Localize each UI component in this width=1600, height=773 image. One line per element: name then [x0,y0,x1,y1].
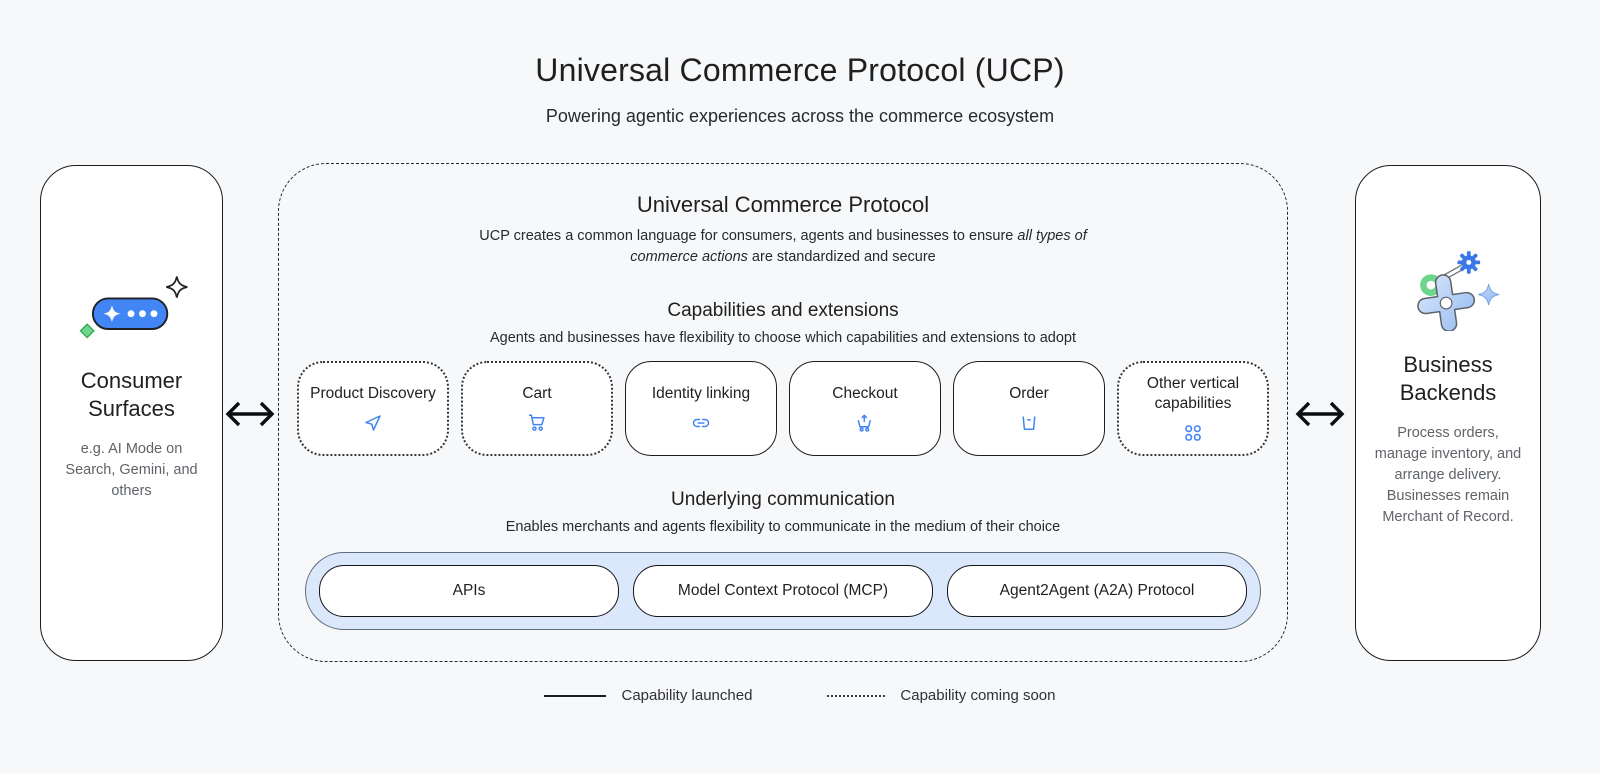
capability-label: Product Discovery [310,385,436,403]
ucp-container: Universal Commerce Protocol UCP creates … [278,163,1288,662]
ucp-title: Universal Commerce Protocol [636,192,930,217]
grid-icon [1183,423,1203,443]
capability-label: Cart [522,385,552,403]
double-arrow-icon [1292,397,1348,431]
legend-launched: Capability launched [544,687,752,704]
ucp-description-italic: all types of commerce actions [630,228,1087,265]
consumer-surfaces-card: Consumer Surfaces e.g. AI Mode on Search… [40,165,223,661]
consumer-surfaces-title: Consumer Surfaces [80,368,183,422]
communication-band: APIs Model Context Protocol (MCP) Agent2… [305,552,1261,631]
double-arrow-icon [222,397,278,431]
dotted-line-icon [827,694,886,697]
capability-identity-linking: Identity linking [625,361,777,457]
communication-section: Underlying communication Enables merchan… [279,489,1287,631]
capability-label: Checkout [832,385,898,403]
order-box-icon [1019,413,1039,433]
capabilities-subtitle: Agents and businesses have flexibility t… [489,330,1076,347]
cart-checkout-icon [855,413,875,433]
capabilities-title: Capabilities and extensions [667,300,899,322]
capability-label: Other vertical capabilities [1146,375,1240,413]
gears-icon [1396,243,1500,332]
legend-launched-label: Capability launched [621,687,753,704]
ucp-description: UCP creates a common language for consum… [463,226,1103,267]
solid-line-icon [544,694,607,697]
business-backends-card: Business Backends Process orders, manage… [1355,165,1541,661]
link-icon [691,413,711,433]
diagram-header: Universal Commerce Protocol (UCP) Poweri… [0,52,1600,127]
capability-checkout: Checkout [789,361,941,457]
protocol-a2a: Agent2Agent (A2A) Protocol [947,565,1247,618]
capability-label: Order [1009,385,1049,403]
communication-subtitle: Enables merchants and agents flexibility… [505,519,1061,536]
protocol-apis: APIs [319,565,619,618]
cart-icon [527,413,547,433]
capabilities-row: Product Discovery Cart [279,361,1287,457]
page-title: Universal Commerce Protocol (UCP) [535,52,1065,88]
consumer-surfaces-description: e.g. AI Mode on Search, Gemini, and othe… [65,440,198,499]
capability-cart: Cart [461,361,613,457]
ucp-description-part2: are standardized and secure [747,248,936,265]
legend-coming-soon-label: Capability coming soon [900,687,1056,704]
capability-order: Order [953,361,1105,457]
communication-title: Underlying communication [671,489,895,511]
protocol-mcp: Model Context Protocol (MCP) [633,565,933,618]
sparkle-pill-icon [70,269,194,347]
capability-product-discovery: Product Discovery [297,361,449,457]
legend-coming-soon: Capability coming soon [827,687,1056,704]
legend: Capability launched Capability coming so… [0,687,1600,704]
business-backends-description: Process orders, manage inventory, and ar… [1374,424,1522,525]
page-subtitle: Powering agentic experiences across the … [545,106,1055,126]
capability-other-vertical: Other vertical capabilities [1117,361,1269,457]
send-icon [363,413,383,433]
capability-label: Identity linking [651,385,751,403]
ucp-description-part1: UCP creates a common language for consum… [479,228,1018,244]
capabilities-section: Capabilities and extensions Agents and b… [279,300,1287,457]
business-backends-title: Business Backends [1399,352,1497,406]
